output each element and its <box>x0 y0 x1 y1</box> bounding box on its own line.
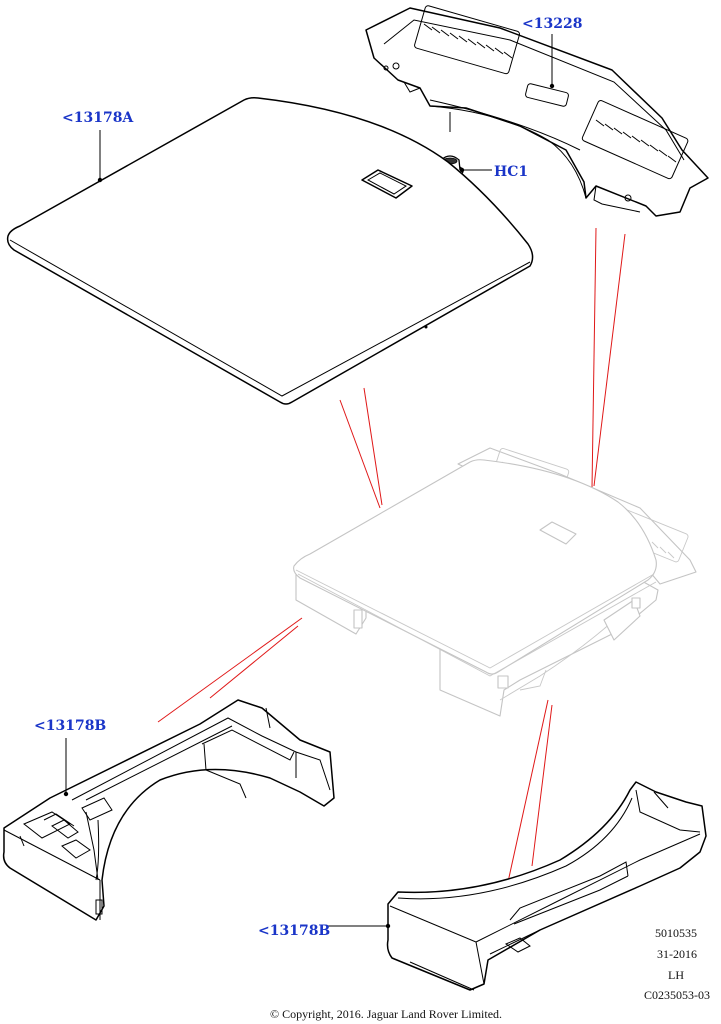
callout-trim-panel: <13228 <box>522 16 582 32</box>
ref-line-4: C0235053-03 <box>644 988 710 1002</box>
vent-slots-right <box>581 100 689 180</box>
storage-tray-left <box>2 699 335 921</box>
callout-cover: <13178A <box>62 110 134 126</box>
explode-lines <box>157 227 626 883</box>
load-floor-cover <box>6 97 534 405</box>
rear-trim-panel <box>365 5 709 217</box>
panel-recess <box>525 83 569 107</box>
reference-block: 5010535 31-2016 LH C0235053-03 <box>644 926 710 1002</box>
vent-slots-left <box>414 5 520 75</box>
callout-labels: <13178A <13228 HC1 <13178B <13178B <box>34 16 582 939</box>
ref-line-3: LH <box>668 968 684 982</box>
ref-line-1: 5010535 <box>655 926 697 940</box>
copyright-notice: © Copyright, 2016. Jaguar Land Rover Lim… <box>270 1007 502 1021</box>
callout-tray-left: <13178B <box>34 718 106 734</box>
assembled-view <box>293 447 697 717</box>
callout-clip: HC1 <box>494 164 528 180</box>
callout-tray-right: <13178B <box>258 923 330 939</box>
ref-line-2: 31-2016 <box>657 947 697 961</box>
storage-tray-right <box>326 781 707 991</box>
